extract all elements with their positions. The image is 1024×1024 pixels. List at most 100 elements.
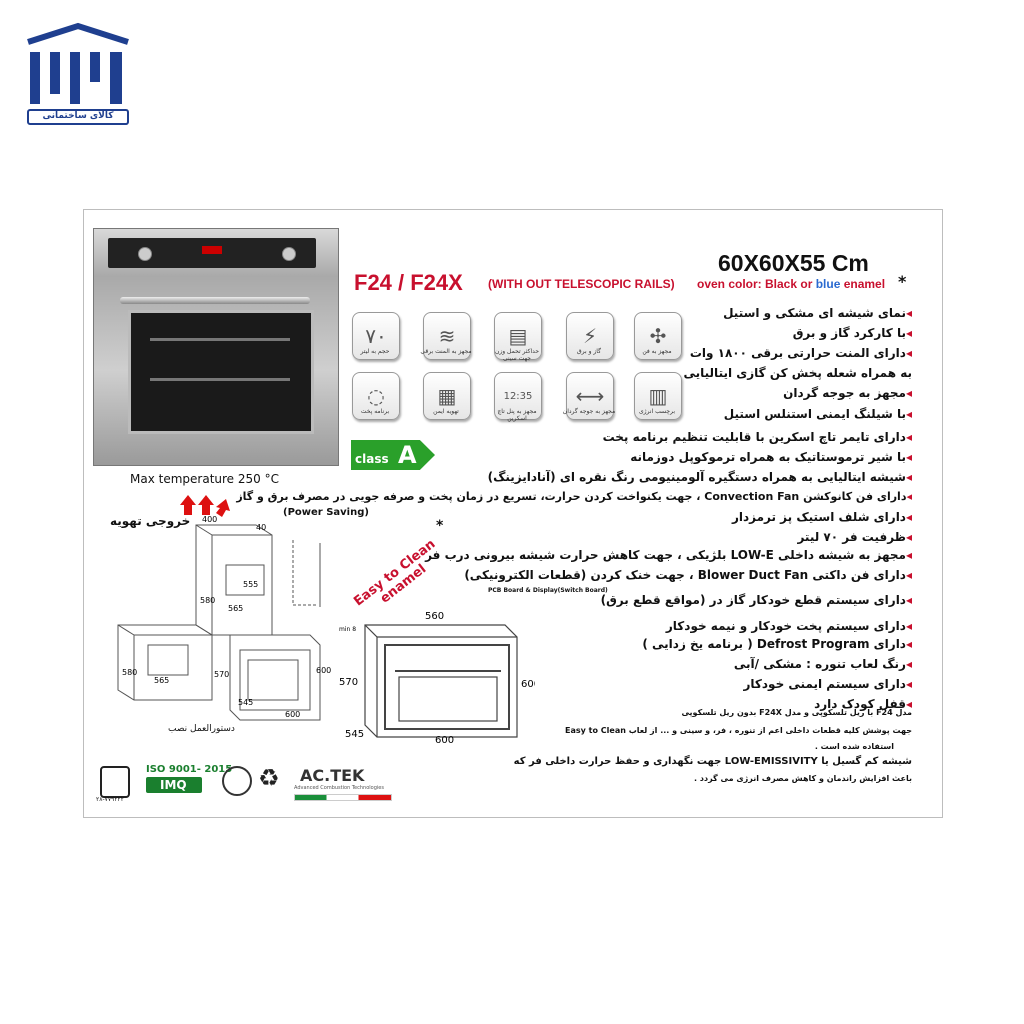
bullet-icon: ◂: [905, 510, 912, 524]
feature-item: ◂دارای سیستم ایمنی خودکار: [744, 677, 913, 691]
bullet-icon: ◂: [905, 637, 912, 651]
bullet-icon: ◂: [905, 593, 912, 607]
energy-class-badge: [351, 440, 435, 470]
dim-min8: min 8: [339, 626, 356, 633]
feature-item: ◂قفل کودک دارد: [814, 697, 912, 711]
bullet-icon: ◂: [905, 548, 912, 562]
feature-icon-caption: حجم به لیتر: [360, 348, 390, 355]
exhaust-arrows-icon: [180, 495, 230, 517]
bullet-icon: ◂: [905, 697, 912, 711]
dim-40: 40: [256, 523, 266, 532]
feature-text: ظرفیت فر ۷۰ لیتر: [797, 530, 906, 544]
feature-text: با کارکرد گاز و برق: [792, 326, 906, 340]
exhaust-label: خروجی تهویه: [110, 514, 191, 528]
dim-545: 545: [238, 698, 253, 707]
color-blue: blue: [815, 277, 841, 291]
feature-icon-caption: مجهز به جوجه گردان: [562, 408, 616, 415]
bullet-icon: ◂: [905, 568, 912, 582]
standard-number: ۲۸-۷۷۹۲۲۲: [96, 796, 124, 803]
color-enamel: enamel: [840, 277, 886, 291]
grill-icon: ≋: [423, 312, 471, 360]
dim-565-b: 565: [154, 676, 169, 685]
programs-icon: ◌: [352, 372, 400, 420]
energy-label-icon: ▥: [634, 372, 682, 420]
feature-text: دارای سیستم قطع خودکار گاز در (مواقع قطع…: [600, 593, 906, 607]
feature-icon-caption: مجهز به المنت برقی: [420, 348, 472, 355]
imq-badge: [146, 777, 202, 793]
color-label: oven color: Black: [697, 277, 798, 291]
installation-diagram: 400 40 555 580 565 580 565 570 545 600 6…: [117, 495, 331, 721]
feature-text: PCB Board & Display(Switch Board): [488, 587, 608, 594]
feature-item: PCB Board & Display(Switch Board): [488, 587, 608, 594]
feature-text: نمای شیشه ای مشکی و استیل: [723, 306, 906, 320]
note-item: مدل F24 با ریل تلسکوپی و مدل F24X بدون ر…: [681, 708, 912, 717]
oven-knob-left-icon: [138, 247, 152, 261]
max-temperature: Max temperature 250 °C: [130, 472, 279, 486]
feature-item: ◂با شیلنگ ایمنی استنلس استیل: [724, 407, 912, 421]
capacity-70: ۷۰: [352, 312, 400, 360]
feature-text: دارای Defrost Program ( برنامه یخ زدایی …: [642, 637, 906, 651]
recycle-icon: ♻: [258, 764, 280, 792]
feature-item: ◂دارای تایمر تاچ اسکرین با قابلیت تنظیم …: [603, 430, 912, 444]
feature-text: دارای سیستم ایمنی خودکار: [743, 677, 906, 691]
feature-text: دارای شلف استیک پز ترمزدار: [731, 510, 906, 524]
dim-600-h: 600: [316, 666, 331, 675]
oven-color: oven color: Black or blue enamel: [697, 277, 885, 291]
feature-text: (Power Saving): [283, 507, 369, 518]
feature-item: به همراه شعله پخش کن گازی ایتالیایی: [684, 366, 913, 380]
rotisserie-icon: ⟷: [566, 372, 614, 420]
feature-text: دارای سیستم پخت خودکار و نیمه خودکار: [665, 619, 906, 633]
bullet-icon: ◂: [905, 386, 912, 400]
dim-570: 570: [214, 670, 229, 679]
feature-item: ◂دارای فن داکتی Blower Duct Fan ، جهت خن…: [464, 568, 912, 582]
feature-text: قفل کودک دارد: [814, 697, 906, 711]
oven-display: [202, 246, 222, 254]
energy-class-label: class: [355, 452, 389, 466]
dim-580: 580: [200, 596, 215, 605]
feature-item: ◂دارای فن کانوکشن Convection Fan ، جهت ی…: [236, 490, 912, 503]
oven-knob-right-icon: [282, 247, 296, 261]
oven-front-drawing: 560 570 600 600 545 min 8: [339, 611, 535, 745]
note-item: شیشه کم گسیل یا LOW-EMISSIVITY جهت نگهدا…: [513, 756, 912, 767]
feature-icon-caption: تهویه ایمن: [433, 408, 459, 415]
imq-label: IMQ: [160, 778, 187, 792]
feature-item: ◂دارای سیستم قطع خودکار گاز در (مواقع قط…: [601, 593, 912, 607]
energy-class-letter: A: [398, 441, 417, 469]
feature-text: دارای فن داکتی Blower Duct Fan ، جهت خنک…: [464, 568, 906, 582]
feature-item: ◂با شیر ترموستاتیک به همراه ترموکوپل دوز…: [630, 450, 912, 464]
feature-text: دارای المنت حرارتی برقی ۱۸۰۰ وات: [689, 346, 906, 360]
feature-item: ◂نمای شیشه ای مشکی و استیل: [723, 306, 912, 320]
feature-item: ◂رنگ لعاب تنوره : مشکی /آبی: [734, 657, 912, 671]
dim-400: 400: [202, 515, 217, 524]
company-logo: [27, 22, 129, 125]
dim-600-w: 600: [285, 710, 300, 719]
color-or: or: [797, 277, 816, 291]
bullet-icon: ◂: [905, 306, 912, 320]
italian-flag-stripe: [294, 794, 392, 801]
brand-subtitle: Advanced Combustion Technologies: [294, 785, 384, 791]
feature-icon-caption: مجهز به فن: [642, 348, 672, 355]
bullet-icon: ◂: [906, 490, 912, 503]
feature-icon-caption: برچسب انرژی: [638, 408, 676, 415]
feature-text: مجهز به شیشه داخلی LOW-E بلژیکی ، جهت کا…: [425, 548, 906, 562]
dimensions-star: *: [898, 272, 907, 291]
feature-item: ◂مجهز به شیشه داخلی LOW-E بلژیکی ، جهت ک…: [425, 548, 912, 562]
bullet-icon: ◂: [905, 657, 912, 671]
dimensions: 60X60X55 Cm: [718, 250, 869, 276]
feature-item: ◂دارای Defrost Program ( برنامه یخ زدایی…: [642, 637, 912, 651]
feature-item: ◂شیشه ایتالیایی به همراه دستگیره آلومینی…: [488, 470, 912, 484]
feature-text: با شیر ترموستاتیک به همراه ترموکوپل دوزم…: [630, 450, 906, 464]
bullet-icon: ◂: [905, 326, 912, 340]
bullet-icon: ◂: [905, 677, 912, 691]
oven-rack: [150, 378, 290, 381]
dim-580-b: 580: [122, 668, 137, 677]
model-note: (WITH OUT TELESCOPIC RAILS): [488, 277, 675, 291]
dim-545-front: 545: [345, 729, 364, 740]
iso-label: ISO 9001- 2015: [146, 764, 233, 775]
dim-600-front-w: 600: [435, 735, 454, 745]
brand-name: AC.TEK: [300, 766, 365, 785]
oven-handle: [120, 297, 310, 304]
feature-icon-caption: مجهز به پنل تاچ اسکرین: [497, 408, 537, 422]
feature-text: دارای فن کانوکشن Convection Fan ، جهت یک…: [236, 490, 907, 503]
dim-560: 560: [425, 611, 444, 622]
